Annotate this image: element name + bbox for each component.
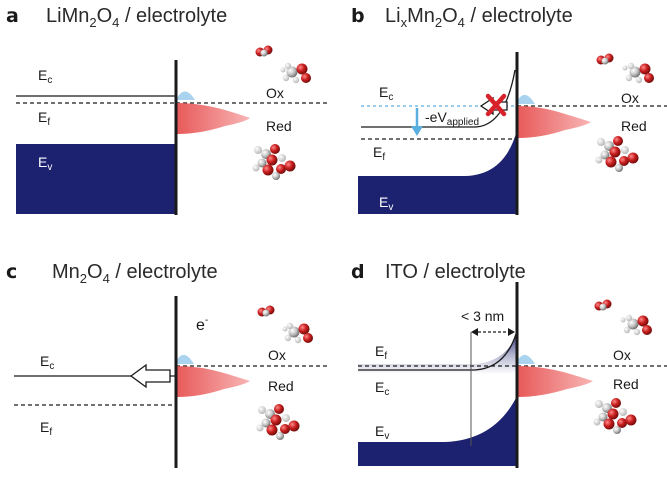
valence-band: [16, 144, 176, 214]
depletion-width-label: < 3 nm: [461, 308, 504, 324]
ev-label: Ev: [375, 423, 389, 442]
panel-letter: c: [6, 261, 17, 283]
blocked-transfer-icon: [485, 93, 507, 117]
ec-label: Ec: [38, 67, 52, 86]
panel-letter: a: [6, 5, 19, 27]
red-label: Red: [266, 118, 292, 134]
panel-letter: b: [351, 5, 365, 27]
ef-label: Ef: [373, 144, 385, 163]
electron-label: e-: [196, 315, 208, 334]
red-state-distribution: [177, 103, 250, 134]
panel-a: a LiMn2O4 / electrolyte Ec Ef Ev Ox Red: [0, 0, 333, 236]
molecule-icon: [620, 317, 626, 323]
red-state-distribution: [177, 366, 250, 397]
applied-bias-arrow: [411, 126, 423, 136]
molecule-icon: [257, 305, 275, 317]
conduction-band-edge: [358, 333, 517, 371]
molecule-icon: [282, 62, 311, 84]
depletion-width-arrow: [508, 328, 515, 336]
ef-label: Ef: [40, 419, 52, 438]
valence-band: [358, 396, 517, 466]
molecule-icon: [252, 144, 296, 180]
valence-band: [358, 130, 517, 214]
molecule-icon: [622, 65, 628, 71]
ox-state-distribution: [518, 94, 535, 104]
ec-label: Ec: [379, 84, 393, 103]
ox-label: Ox: [613, 347, 631, 363]
ef-label: Ef: [38, 109, 50, 128]
panel-d: d ITO / electrolyte < 3 nm Ef Ec Ev Ox R…: [345, 254, 667, 490]
ox-label: Ox: [621, 90, 639, 106]
molecule-icon: [594, 299, 612, 311]
panel-title: Mn2O4 / electrolyte: [52, 261, 218, 286]
molecule-icon: [284, 322, 313, 344]
ev-label: Ev: [379, 194, 393, 213]
ox-state-distribution: [177, 91, 195, 100]
conduction-band-edge: [361, 69, 516, 128]
panel-letter: d: [351, 261, 365, 283]
molecule-icon: [280, 67, 286, 73]
ox-label: Ox: [266, 85, 284, 101]
depletion-region: [465, 130, 517, 185]
degenerate-band-region: [358, 334, 517, 374]
molecule-icon: [596, 53, 614, 65]
molecule-icon: [282, 326, 288, 332]
molecule-icon: [625, 62, 654, 84]
panel-title: LixMn2O4 / electrolyte: [385, 5, 573, 30]
panel-b: b LixMn2O4 / electrolyte Ec -eVapplied E…: [345, 0, 667, 236]
molecule-icon: [623, 314, 652, 336]
applied-bias-label: -eVapplied: [425, 109, 479, 128]
panel-title: ITO / electrolyte: [385, 261, 526, 283]
red-state-distribution: [518, 106, 591, 138]
ox-label: Ox: [268, 347, 286, 363]
panel-c: c Mn2O4 / electrolyte e- Ec Ef Ox Red: [0, 254, 333, 490]
molecule-icon: [595, 136, 639, 172]
depletion-width-arrow: [471, 328, 478, 336]
red-label: Red: [268, 378, 294, 394]
ec-label: Ec: [375, 379, 389, 398]
red-label: Red: [621, 118, 647, 134]
ox-state-distribution: [177, 354, 194, 364]
panel-title: LiMn2O4 / electrolyte: [46, 5, 227, 30]
red-label: Red: [613, 376, 639, 392]
molecule-icon: [593, 398, 637, 434]
ec-label: Ec: [40, 353, 54, 372]
ev-label: Ev: [38, 154, 52, 173]
molecule-icon: [256, 404, 300, 440]
molecule-icon: [255, 45, 273, 57]
ef-label: Ef: [375, 343, 387, 362]
ox-state-distribution: [518, 354, 535, 364]
electron-transfer-arrow-icon: [129, 363, 171, 389]
red-state-distribution: [518, 366, 593, 397]
